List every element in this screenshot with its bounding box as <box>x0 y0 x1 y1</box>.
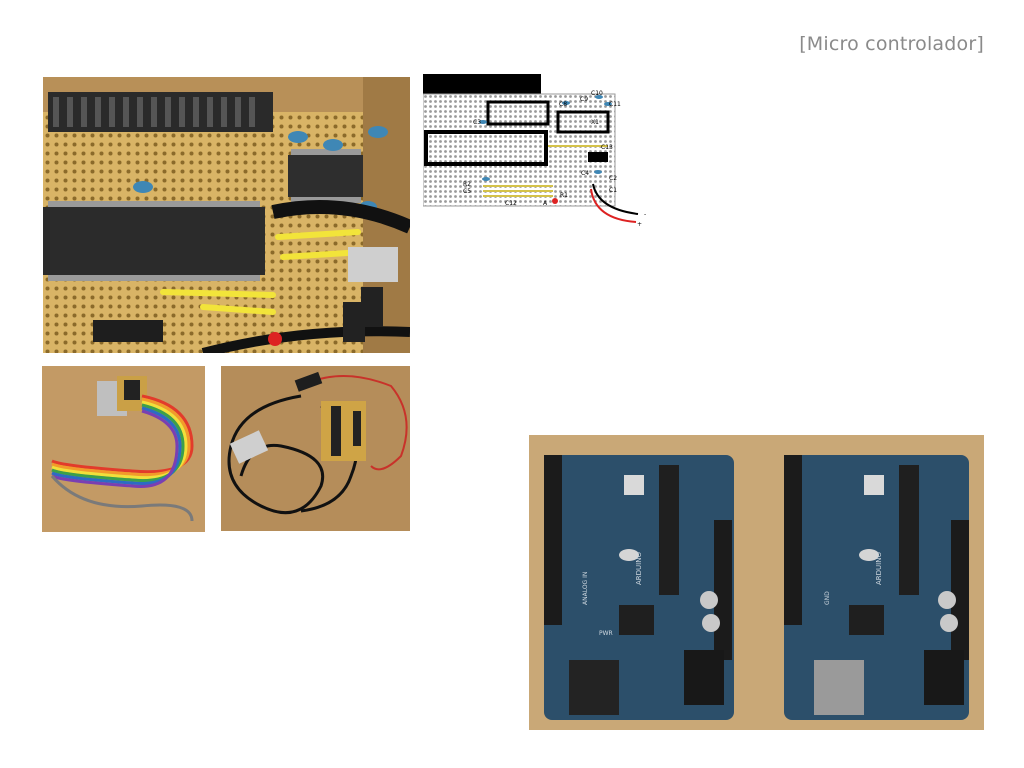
silkscreen-pwr-1: PWR <box>599 630 613 637</box>
diagram-label-c1: C1 <box>609 187 617 194</box>
diagram-label-minus: - <box>644 211 646 218</box>
diagram-label-c2: C2 <box>609 175 617 182</box>
silkscreen-arduino-1: ARDUINO <box>635 552 643 585</box>
stripboard-layout-diagram: C10 C9 C8 C11 X1 C3 C13 C4 C2 C1 R2 C5 C… <box>423 74 658 229</box>
diagram-label-x1: X1 <box>591 119 599 126</box>
diagram-label-c12: C12 <box>505 200 517 207</box>
silkscreen-analog-1: ANALOG IN <box>582 572 589 605</box>
diagram-label-r2: R2 <box>463 181 471 188</box>
serial-cable-board-photo <box>221 366 410 531</box>
diagram-label-plus: + <box>637 221 642 228</box>
diagram-label-c11: C11 <box>609 101 621 108</box>
diagram-label-r1: R1 <box>560 192 568 199</box>
diagram-label-c10: C10 <box>591 90 603 97</box>
perfboard-photo <box>43 77 410 353</box>
slide-title: [Micro controlador] <box>799 33 984 55</box>
silkscreen-arduino-2: ARDUINO <box>875 552 883 585</box>
diagram-label-c13: C13 <box>601 144 613 151</box>
diagram-label-c8: C8 <box>559 101 567 108</box>
diagram-label-c4: C4 <box>581 170 589 177</box>
diagram-label-c9: C9 <box>580 96 588 103</box>
silkscreen-gnd-2: GND <box>824 591 831 605</box>
diagram-label-c3: C3 <box>473 119 481 126</box>
arduino-boards-photo: ARDUINO ANALOG IN PWR ARDUINO GND <box>529 435 984 730</box>
ribbon-cable-programmer-photo <box>42 366 205 532</box>
diagram-label-a: A <box>543 200 548 207</box>
diagram-label-c5: C5 <box>463 188 471 195</box>
